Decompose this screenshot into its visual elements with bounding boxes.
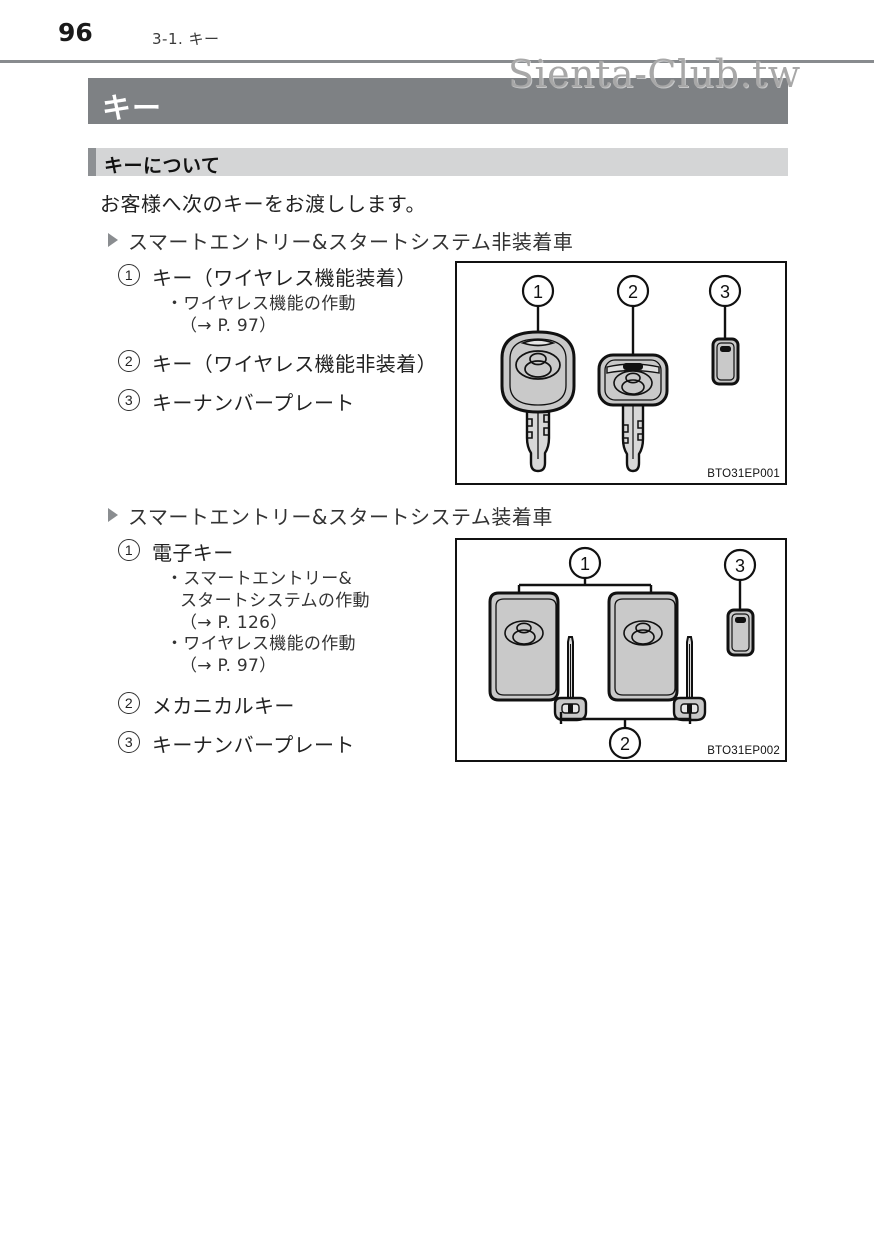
lead-paragraph: お客様へ次のキーをお渡しします。 — [100, 192, 426, 216]
electronic-key-left-illustration — [488, 591, 588, 722]
group-heading-label: スマートエントリー&スタートシステム非装着車 — [128, 230, 574, 254]
key-nonwireless-illustration — [597, 353, 669, 473]
key-number-plate-illustration — [726, 608, 755, 657]
list-item-label: キー（ワイヤレス機能非装着） — [152, 351, 437, 376]
svg-text:2: 2 — [628, 282, 638, 302]
item-list-nonsmart: 1 キー（ワイヤレス機能装着） ・ワイヤレス機能の作動 （→ P. 97） 2 … — [118, 262, 448, 419]
list-item-label: キー（ワイヤレス機能装着） — [152, 266, 417, 290]
list-item: 2 メカニカルキー — [118, 690, 448, 719]
page-header: 96 3-1. キー — [0, 18, 874, 58]
list-item-label: キーナンバープレート — [152, 390, 355, 415]
key-number-plate-illustration — [711, 337, 740, 386]
list-item-label: 電子キー — [152, 541, 234, 565]
sub-note: ・ワイヤレス機能の作動 （→ P. 97） — [118, 634, 448, 678]
page-number: 96 — [58, 18, 93, 47]
list-item: 2 キー（ワイヤレス機能非装着） — [118, 348, 448, 377]
chapter-title-band: キー — [88, 78, 788, 125]
chapter-title: キー — [102, 91, 163, 125]
electronic-key-right-illustration — [607, 591, 707, 722]
list-item: 3 キーナンバープレート — [118, 387, 448, 416]
list-item: 1 電子キー — [118, 537, 448, 566]
item-list-smart: 1 電子キー ・スマートエントリー& スタートシステムの作動 （→ P. 126… — [118, 537, 448, 761]
callout-number-badge: 1 — [118, 539, 140, 561]
svg-text:1: 1 — [580, 554, 590, 574]
figure-keys-smart: 1 — [455, 538, 787, 762]
subsection-title-band: キーについて — [88, 148, 788, 177]
sub-note-page-ref[interactable]: （→ P. 97） — [180, 315, 277, 336]
svg-text:1: 1 — [533, 282, 543, 302]
svg-text:3: 3 — [735, 556, 745, 576]
list-item: 1 キー（ワイヤレス機能装着） — [118, 262, 448, 291]
running-head-section: 3-1. キー — [152, 30, 220, 48]
group-heading-nonsmart: スマートエントリー&スタートシステム非装着車 — [108, 226, 573, 255]
header-divider-rule — [0, 60, 874, 63]
key-wireless-illustration — [500, 330, 576, 473]
sub-note-line: ・スマートエントリー& — [166, 569, 353, 589]
callout-number-badge: 1 — [118, 264, 140, 286]
watermark: Sienta-Club.tw — [508, 52, 801, 96]
list-item-label: キーナンバープレート — [152, 732, 355, 757]
callout-number-badge: 3 — [118, 388, 140, 411]
list-item: 3 キーナンバープレート — [118, 729, 448, 758]
figure-keys-nonsmart-drawing: 1 2 — [500, 274, 742, 473]
subsection-title: キーについて — [104, 155, 221, 177]
sub-note: ・ワイヤレス機能の作動 （→ P. 97） — [118, 294, 448, 338]
triangle-bullet-icon — [108, 233, 118, 247]
group-heading-label: スマートエントリー&スタートシステム装着車 — [128, 505, 553, 529]
figure-keys-smart-drawing: 1 — [488, 546, 757, 759]
list-item-label: メカニカルキー — [152, 693, 295, 718]
callout-number-badge: 3 — [118, 730, 140, 753]
svg-text:3: 3 — [720, 282, 730, 302]
figure-code: BTO31EP002 — [705, 744, 782, 758]
figure-code: BTO31EP001 — [705, 467, 782, 481]
sub-note-line: ・ワイヤレス機能の作動 — [166, 294, 356, 314]
callout-number-badge: 2 — [118, 349, 140, 372]
group-heading-smart: スマートエントリー&スタートシステム装着車 — [108, 501, 553, 530]
sub-note-page-ref[interactable]: （→ P. 97） — [180, 656, 277, 676]
callout-number-badge: 2 — [118, 691, 140, 714]
sub-note-line: ・ワイヤレス機能の作動 — [166, 634, 356, 655]
sub-note-line: スタートシステムの作動 — [180, 590, 370, 611]
figure-keys-nonsmart: 1 2 — [455, 261, 787, 485]
svg-text:2: 2 — [620, 734, 630, 754]
sub-note-page-ref[interactable]: （→ P. 126） — [180, 612, 288, 633]
sub-note: ・スマートエントリー& スタートシステムの作動 （→ P. 126） — [118, 569, 448, 634]
triangle-bullet-icon — [108, 508, 118, 522]
